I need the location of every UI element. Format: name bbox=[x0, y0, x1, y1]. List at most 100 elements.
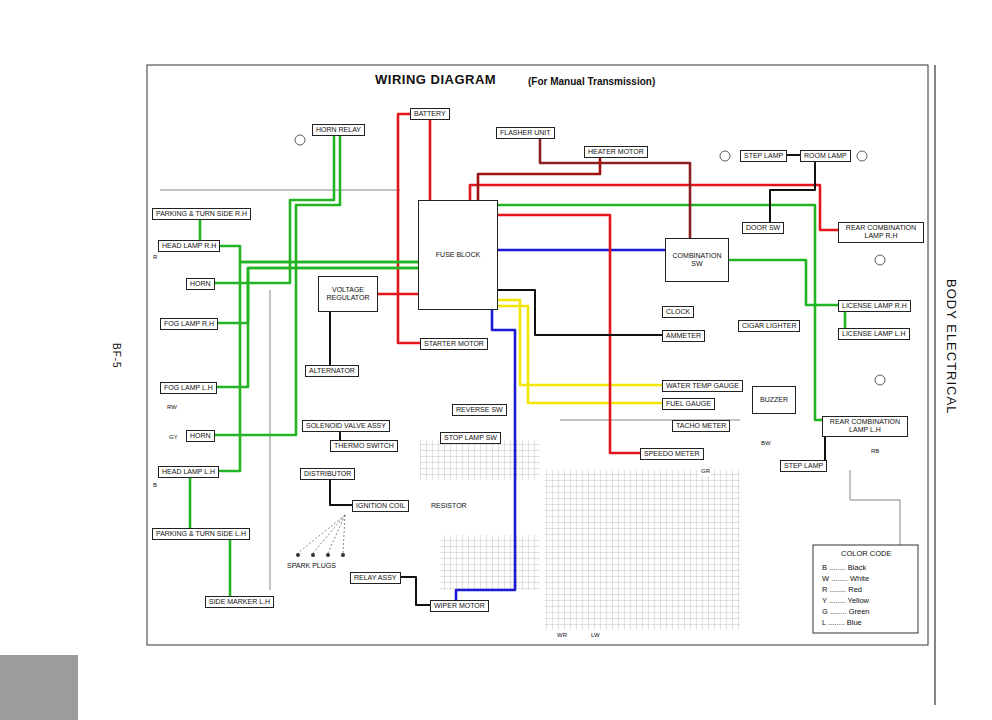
spark-plug bbox=[341, 553, 345, 557]
component-label: LICENSE LAMP L.H bbox=[842, 330, 906, 338]
component-box: FOG LAMP R.H bbox=[160, 318, 218, 330]
component-label: HORN RELAY bbox=[316, 126, 361, 134]
component-box: STARTER MOTOR bbox=[420, 338, 488, 350]
component-box: FUEL GAUGE bbox=[662, 398, 715, 410]
component-box: STOP LAMP SW bbox=[440, 432, 501, 444]
component-box: PARKING & TURN SIDE R.H bbox=[152, 208, 251, 220]
component-label: TACHO METER bbox=[676, 422, 726, 430]
wire bbox=[401, 577, 431, 605]
component-label: SOLENOID VALVE ASSY bbox=[306, 422, 386, 430]
component-box: REVERSE SW bbox=[452, 404, 507, 416]
component-box: HEAD LAMP L.H bbox=[158, 466, 219, 478]
component-label: SPEEDO METER bbox=[644, 450, 700, 458]
component-label: WATER TEMP GAUGE bbox=[666, 382, 739, 390]
component-box: IGNITION COIL bbox=[352, 500, 409, 512]
legend-box bbox=[813, 545, 918, 633]
wire-code: R bbox=[152, 254, 158, 261]
subtitle: (For Manual Transmission) bbox=[527, 76, 656, 88]
wire-harness-mesh bbox=[545, 470, 740, 630]
component-box: SPEEDO METER bbox=[640, 448, 704, 460]
component-box: HEATER MOTOR bbox=[584, 146, 648, 158]
component-label: HEAD LAMP L.H bbox=[162, 468, 215, 476]
wire bbox=[220, 246, 418, 262]
component-box: BUZZER bbox=[752, 386, 796, 414]
component-box: FLASHER UNIT bbox=[496, 127, 555, 139]
component-box: WIPER MOTOR bbox=[430, 600, 489, 612]
wire bbox=[770, 162, 815, 222]
component-label: VOLTAGE REGULATOR bbox=[322, 286, 374, 303]
wire-harness-mesh bbox=[420, 440, 540, 480]
legend-entry: R ........ Red bbox=[822, 585, 862, 594]
component-label: BATTERY bbox=[414, 110, 446, 118]
legend-heading: COLOR CODE bbox=[840, 550, 892, 559]
wire bbox=[189, 478, 192, 528]
thin-wire bbox=[270, 290, 271, 590]
wire-code: GR bbox=[700, 468, 711, 475]
wire-code: RW bbox=[166, 404, 178, 411]
component-label: STOP LAMP SW bbox=[444, 434, 497, 442]
component-box: CIGAR LIGHTER bbox=[738, 320, 800, 332]
wire bbox=[824, 437, 826, 460]
component-box: WATER TEMP GAUGE bbox=[662, 380, 743, 392]
spark-plug bbox=[326, 553, 330, 557]
lamp-symbol bbox=[857, 151, 867, 161]
component-label: COMBINATION SW bbox=[669, 252, 725, 269]
component-label: LICENSE LAMP R.H bbox=[842, 302, 907, 310]
wire-code: RB bbox=[870, 448, 880, 455]
scan-edge bbox=[0, 655, 78, 720]
spark-plug bbox=[311, 553, 315, 557]
plug-lead bbox=[313, 515, 345, 553]
component-label: HORN bbox=[190, 432, 211, 440]
component-box: VOLTAGE REGULATOR bbox=[318, 276, 378, 312]
wire bbox=[429, 120, 432, 200]
legend-entry: Y ........ Yellow bbox=[822, 596, 869, 605]
component-label: FOG LAMP L.H bbox=[164, 384, 213, 392]
component-box: RELAY ASSY bbox=[350, 572, 401, 584]
component-box: SIDE MARKER L.H bbox=[205, 596, 274, 608]
component-box: STEP LAMP bbox=[740, 150, 787, 162]
component-box: TACHO METER bbox=[672, 420, 730, 432]
wire-code: BW bbox=[760, 440, 772, 447]
component-box: CLOCK bbox=[662, 306, 694, 318]
wire bbox=[787, 154, 800, 156]
legend-text: B ........ Black bbox=[822, 563, 866, 572]
plug-lead bbox=[298, 515, 345, 553]
wire bbox=[844, 312, 847, 328]
component-box: HORN bbox=[186, 430, 215, 442]
wire-code: LW bbox=[590, 632, 601, 639]
wire bbox=[329, 312, 331, 365]
wire-harness-mesh bbox=[440, 535, 540, 590]
component-label: STARTER MOTOR bbox=[424, 340, 484, 348]
wire bbox=[217, 268, 418, 387]
component-box: REAR COMBINATION LAMP L.H bbox=[822, 416, 908, 437]
wire bbox=[498, 249, 665, 252]
component-label: PARKING & TURN SIDE R.H bbox=[156, 210, 247, 218]
component-box: COMBINATION SW bbox=[665, 238, 729, 282]
component-label: HORN bbox=[190, 280, 211, 288]
spark-plug bbox=[296, 553, 300, 557]
lamp-symbol bbox=[720, 151, 730, 161]
legend-entry: W ........ White bbox=[822, 574, 869, 583]
legend-text: G ........ Green bbox=[822, 607, 870, 616]
component-label: STEP LAMP bbox=[744, 152, 783, 160]
component-label: IGNITION COIL bbox=[356, 502, 405, 510]
wire bbox=[378, 293, 418, 296]
component-label: CLOCK bbox=[666, 308, 690, 316]
part-label: SPARK PLUGS bbox=[286, 562, 337, 570]
legend-text: L ........ Blue bbox=[822, 618, 862, 627]
page-rule bbox=[934, 65, 935, 705]
component-box: HORN RELAY bbox=[312, 124, 365, 136]
component-box: FUSE BLOCK bbox=[418, 200, 498, 310]
lamp-symbol bbox=[875, 375, 885, 385]
component-box: SOLENOID VALVE ASSY bbox=[302, 420, 390, 432]
wire bbox=[540, 139, 690, 238]
legend-entry: G ........ Green bbox=[822, 607, 870, 616]
component-label: HEAD LAMP R.H bbox=[162, 242, 216, 250]
component-box: BATTERY bbox=[410, 108, 450, 120]
diagram-title: WIRING DIAGRAM bbox=[375, 72, 496, 87]
section-title: BODY ELECTRICAL bbox=[943, 278, 958, 415]
wire-code: B bbox=[152, 482, 158, 489]
component-label: THERMO SWITCH bbox=[334, 442, 394, 450]
legend-text: W ........ White bbox=[822, 574, 869, 583]
component-label: REVERSE SW bbox=[456, 406, 503, 414]
